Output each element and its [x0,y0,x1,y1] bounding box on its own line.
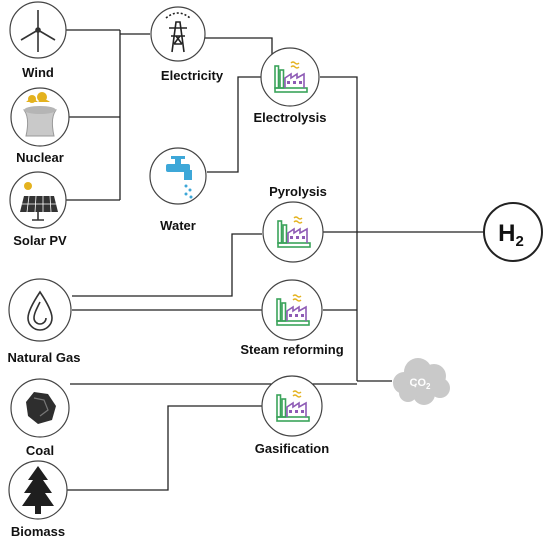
electricity-circle [150,6,206,62]
gas-to-pyrolysis [72,233,262,297]
nuclear-node: Nuclear [10,87,70,165]
cooling-tower-icon [23,92,57,137]
biomass-label: Biomass [11,524,65,539]
coal-lump-icon [26,392,56,424]
co2-symbol: CO [410,377,427,389]
hydrogen-symbol: H [498,220,515,247]
cloud-icon [393,358,450,405]
hydrogen-circle [483,202,543,262]
gas-drop-icon [27,290,53,331]
gasification-label: Gasification [255,441,329,456]
hydrogen-label: H2 [498,220,524,250]
steam-reforming-node: Steam reforming [240,279,344,357]
solar-node: Solar PV [9,171,67,248]
electrolysis-output [320,76,358,381]
electrolysis-label: Electrolysis [254,110,327,125]
steam-reforming-label: Steam reforming [240,342,343,357]
pyrolysis-node: Pyrolysis [262,184,327,263]
hydrogen-node: H2 [483,202,543,262]
wind-node: Wind [9,1,67,80]
water-circle [149,147,207,205]
gasification-node: Gasification [255,375,329,456]
gasification-circle [261,375,323,437]
natural-gas-circle [8,278,72,342]
co2-label: CO2 [410,377,432,391]
coal-label: Coal [26,443,54,458]
wind-turbine-icon [20,10,56,52]
nuclear-label: Nuclear [16,150,64,165]
solar-panel-icon [20,182,58,221]
electricity-label: Electricity [161,68,224,83]
biomass-to-gasification [66,405,262,491]
water-label: Water [160,218,196,233]
hydrogen-subscript: 2 [516,233,524,250]
biomass-node: Biomass [8,460,68,539]
water-to-electrolysis [207,76,262,173]
electrolysis-node: Electrolysis [254,47,327,125]
natural-gas-label: Natural Gas [8,350,81,365]
steam-reforming-circle [261,279,323,341]
pyrolysis-label: Pyrolysis [269,184,327,199]
electrolysis-circle [260,47,320,107]
tree-icon [22,466,54,514]
electricity-node: Electricity [150,6,224,83]
natural-gas-node: Natural Gas [8,278,81,365]
pyrolysis-circle [262,201,324,263]
power-pylon-icon [165,12,191,53]
water-node: Water [149,147,207,233]
co2-subscript: 2 [426,382,431,391]
electricity-to-electrolysis [204,37,276,65]
co2-node: CO2 [393,358,450,405]
solar-label: Solar PV [13,233,67,248]
faucet-icon [166,156,193,199]
wind-label: Wind [22,65,54,80]
coal-node: Coal [10,378,70,458]
